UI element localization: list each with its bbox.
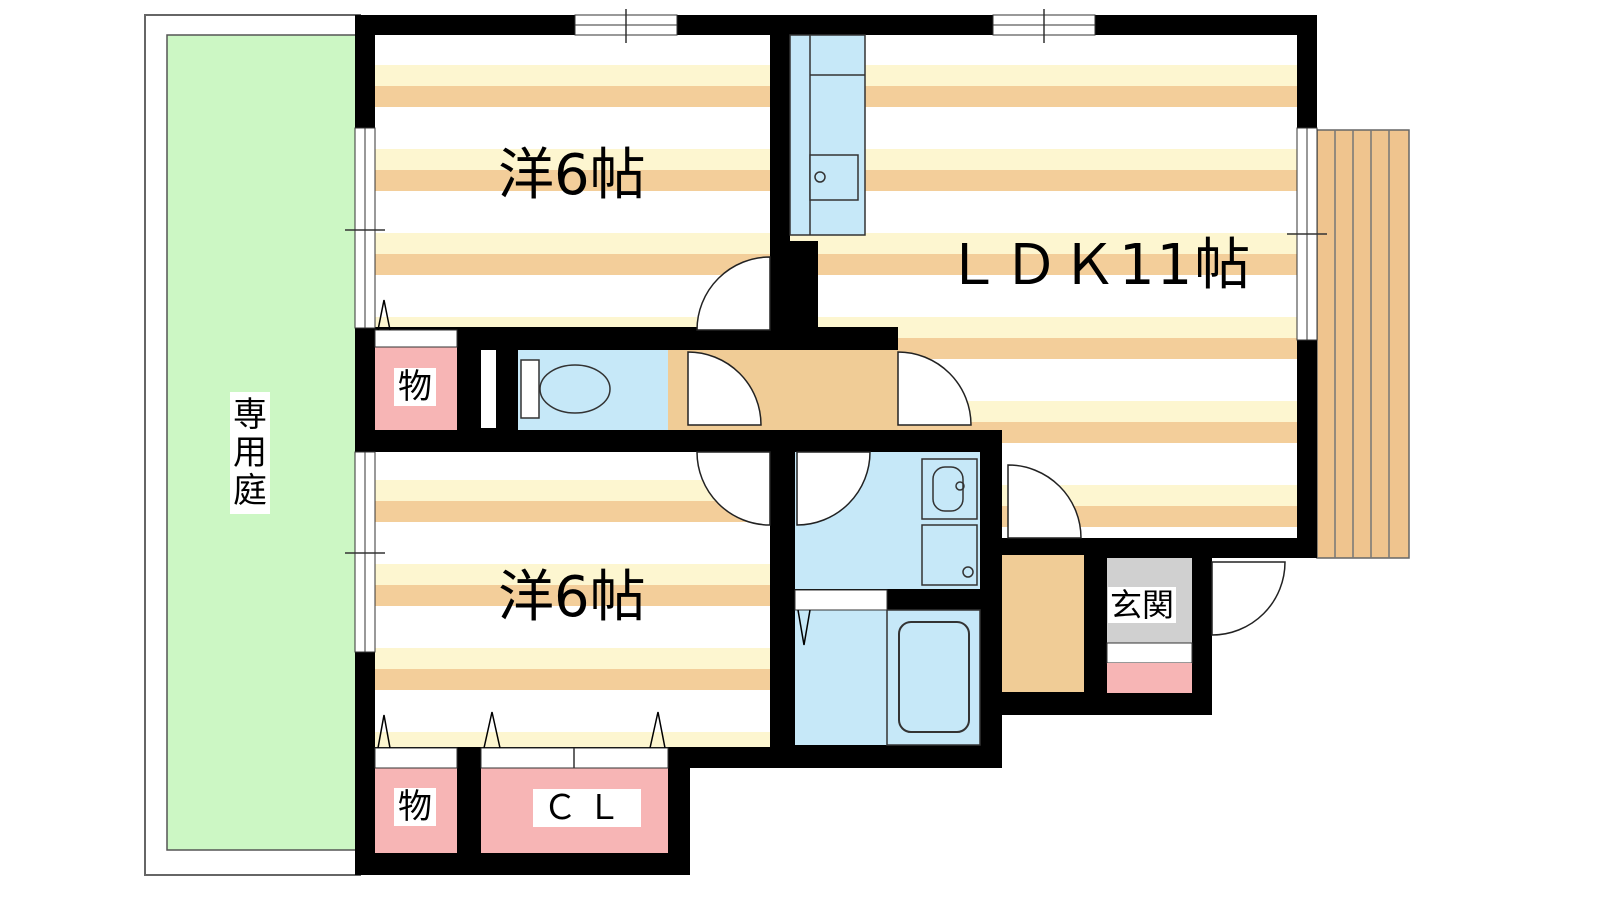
bathroom — [794, 589, 981, 746]
garden-label: 専用庭 — [230, 392, 270, 515]
room-label-western-top: 洋6帖 — [498, 143, 646, 208]
room-ldk — [790, 35, 1297, 538]
room-label-ldk: ＬＤＫ11帖 — [945, 233, 1253, 298]
entrance-label: 玄関 — [1108, 586, 1177, 624]
wood-deck — [1316, 129, 1410, 559]
storage-top — [374, 299, 458, 430]
storage-bottom — [374, 714, 458, 853]
entrance — [1106, 558, 1193, 693]
storage-label-top: 物 — [394, 368, 436, 406]
toilet-room — [481, 350, 668, 430]
kitchen-counter — [789, 34, 866, 236]
room-western-top — [375, 35, 770, 327]
room-western-bottom — [375, 452, 770, 747]
windows — [345, 9, 1327, 653]
storage-label-bottom: 物 — [394, 788, 436, 826]
room-label-western-bottom: 洋6帖 — [498, 565, 646, 630]
closet-label: ＣＬ — [533, 789, 641, 827]
private-garden — [144, 14, 361, 876]
doors — [687, 256, 1286, 636]
